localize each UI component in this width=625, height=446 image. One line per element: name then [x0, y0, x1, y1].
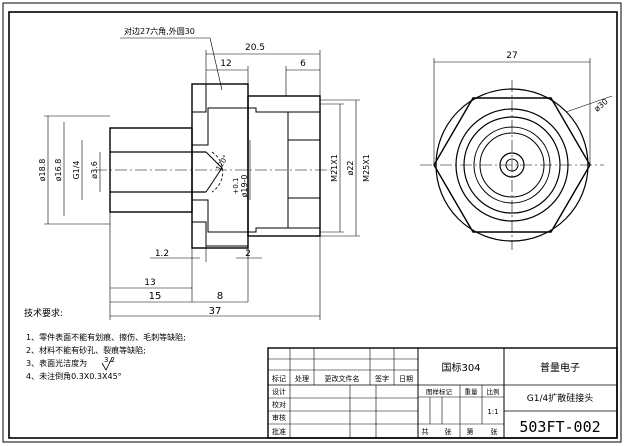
note-3: 3、表面光洁度为 [26, 358, 87, 368]
dim-m25: M25X1 [362, 154, 371, 182]
svg-text:张: 张 [445, 427, 452, 436]
svg-text:共: 共 [422, 427, 429, 436]
dim-12: 12 [220, 59, 231, 69]
dim-phi-30: ø30 [593, 97, 610, 114]
svg-text:更改文件名: 更改文件名 [325, 374, 360, 383]
dim-phi-19: ø19-0 [240, 174, 249, 197]
technical-notes: 技术要求: 1、零件表面不能有划痕、擦伤、毛刺等缺陷; 2、材料不能有砂孔、裂痕… [24, 307, 186, 381]
dim-m21: M21X1 [330, 154, 339, 182]
svg-text:批准: 批准 [272, 427, 286, 436]
svg-text:比例: 比例 [487, 387, 500, 396]
material: 国标304 [441, 362, 480, 374]
note-2: 2、材料不能有砂孔、裂痕等缺陷; [26, 345, 146, 355]
dim-13: 13 [144, 278, 155, 288]
svg-text:图样标记: 图样标记 [426, 387, 453, 396]
svg-text:签字: 签字 [375, 374, 389, 383]
dim-15: 15 [149, 291, 162, 302]
roughness-value: 3.2 [104, 356, 115, 364]
company: 普量电子 [540, 361, 580, 374]
notes-title: 技术要求: [24, 307, 63, 319]
threaded-shank [247, 95, 321, 237]
svg-text:标记: 标记 [272, 374, 286, 383]
dim-phi-16-8: ø16.8 [54, 159, 63, 182]
svg-text:校对: 校对 [272, 400, 286, 409]
dim-20-5: 20.5 [245, 43, 265, 53]
dim-2: 2 [245, 249, 251, 259]
svg-text:日期: 日期 [399, 375, 413, 383]
dim-tol: +0.1 [232, 178, 240, 195]
section-dimensions [44, 37, 360, 320]
dim-27: 27 [506, 51, 517, 61]
callout-label: 对边27六角,外圆30 [124, 26, 195, 36]
dim-phi-22: ø22 [346, 160, 355, 175]
scale: 1:1 [487, 408, 498, 416]
svg-text:处理: 处理 [295, 374, 309, 383]
dim-1-2: 1.2 [155, 249, 169, 259]
note-4: 4、未注倒角0.3X0.3X45° [26, 371, 122, 381]
part-name: G1/4扩散硅接头 [527, 392, 593, 404]
svg-text:第: 第 [467, 427, 474, 436]
dim-phi-3-6: ø3.6 [90, 161, 99, 179]
dim-phi-18-8: ø18.8 [38, 159, 47, 182]
note-1: 1、零件表面不能有划痕、擦伤、毛刺等缺陷; [26, 332, 186, 342]
dim-37: 37 [209, 306, 222, 317]
dim-8: 8 [217, 291, 223, 302]
svg-text:重量: 重量 [465, 388, 479, 396]
svg-text:张: 张 [491, 427, 498, 436]
roughness-symbol [101, 357, 113, 371]
end-view: 27 ø30 [420, 51, 613, 250]
svg-text:审核: 审核 [272, 413, 286, 422]
title-block: 标记 处理 更改文件名 签字 日期 设计 校对 审核 批准 国标304 图样标记… [267, 347, 618, 439]
dim-6: 6 [300, 59, 306, 69]
drawing-number: 503FT-002 [519, 418, 600, 436]
svg-text:设计: 设计 [272, 387, 286, 396]
dim-g14: G1/4 [72, 160, 81, 179]
